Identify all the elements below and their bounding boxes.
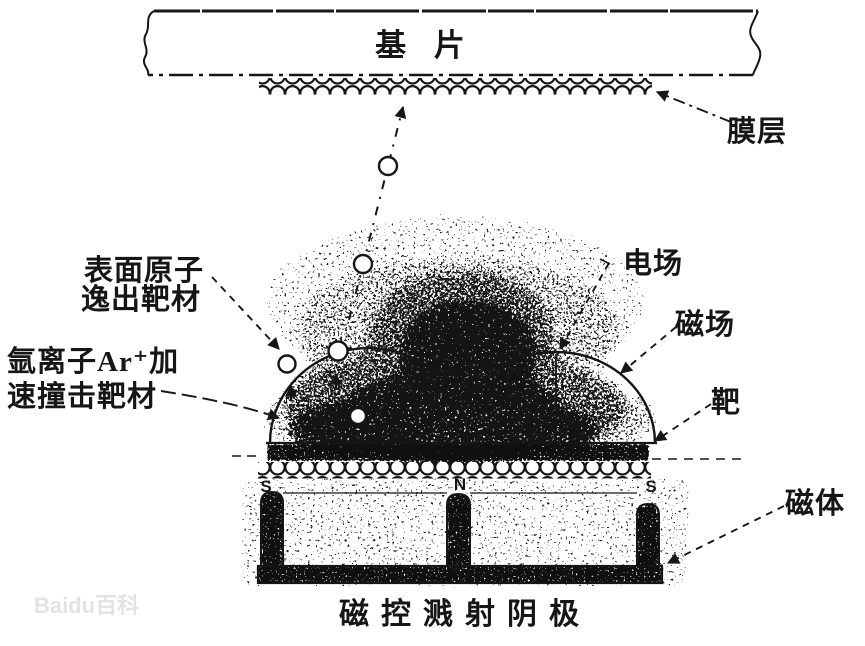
substrate-plate — [143, 9, 762, 77]
field-arch-right — [455, 350, 657, 444]
magnet-bars-fill — [258, 492, 662, 583]
argon-ion-leader — [160, 390, 281, 421]
substrate-label: 基 片 — [375, 28, 475, 63]
pole-label-south-right: S — [645, 477, 656, 496]
atom-trajectory — [348, 105, 407, 321]
pole-label-south-left: S — [260, 477, 271, 496]
ion-in-plasma — [348, 406, 368, 426]
target-label: 靶 — [711, 386, 741, 419]
sputtered-atom — [277, 354, 297, 374]
target-atom-row — [258, 462, 651, 479]
film-atom-row — [259, 78, 652, 95]
surface-atoms-leader — [211, 276, 280, 350]
electric-field-label: 电场 — [623, 247, 683, 280]
field-arch-left — [268, 346, 470, 444]
magnet-label: 磁体 — [785, 486, 845, 520]
magnet-bars-outline — [256, 490, 664, 585]
film-layer-label: 膜层 — [727, 115, 787, 148]
argon-ion-label-line1: 氩离子Ar⁺加 — [7, 344, 179, 378]
flying-atom — [352, 253, 374, 275]
argon-ion-label-line2: 速撞击靶材 — [7, 379, 157, 413]
target-plate — [267, 444, 649, 461]
electric-field-leader — [559, 262, 610, 351]
magnetic-field-label: 磁场 — [675, 307, 735, 341]
flying-atom — [377, 155, 399, 177]
film-layer-leader — [655, 90, 732, 123]
pole-label-north: N — [454, 475, 466, 494]
baidu-watermark: Baidu百科 — [34, 593, 139, 618]
surface-atoms-label-line2: 逸出靶材 — [81, 283, 201, 316]
surface-atoms-label-line1: 表面原子 — [84, 254, 204, 287]
target-leader — [653, 403, 712, 442]
sputtered-atom — [327, 340, 349, 362]
magnet-leader — [666, 505, 785, 564]
caption-title: 磁控溅射阴极 — [339, 597, 591, 631]
